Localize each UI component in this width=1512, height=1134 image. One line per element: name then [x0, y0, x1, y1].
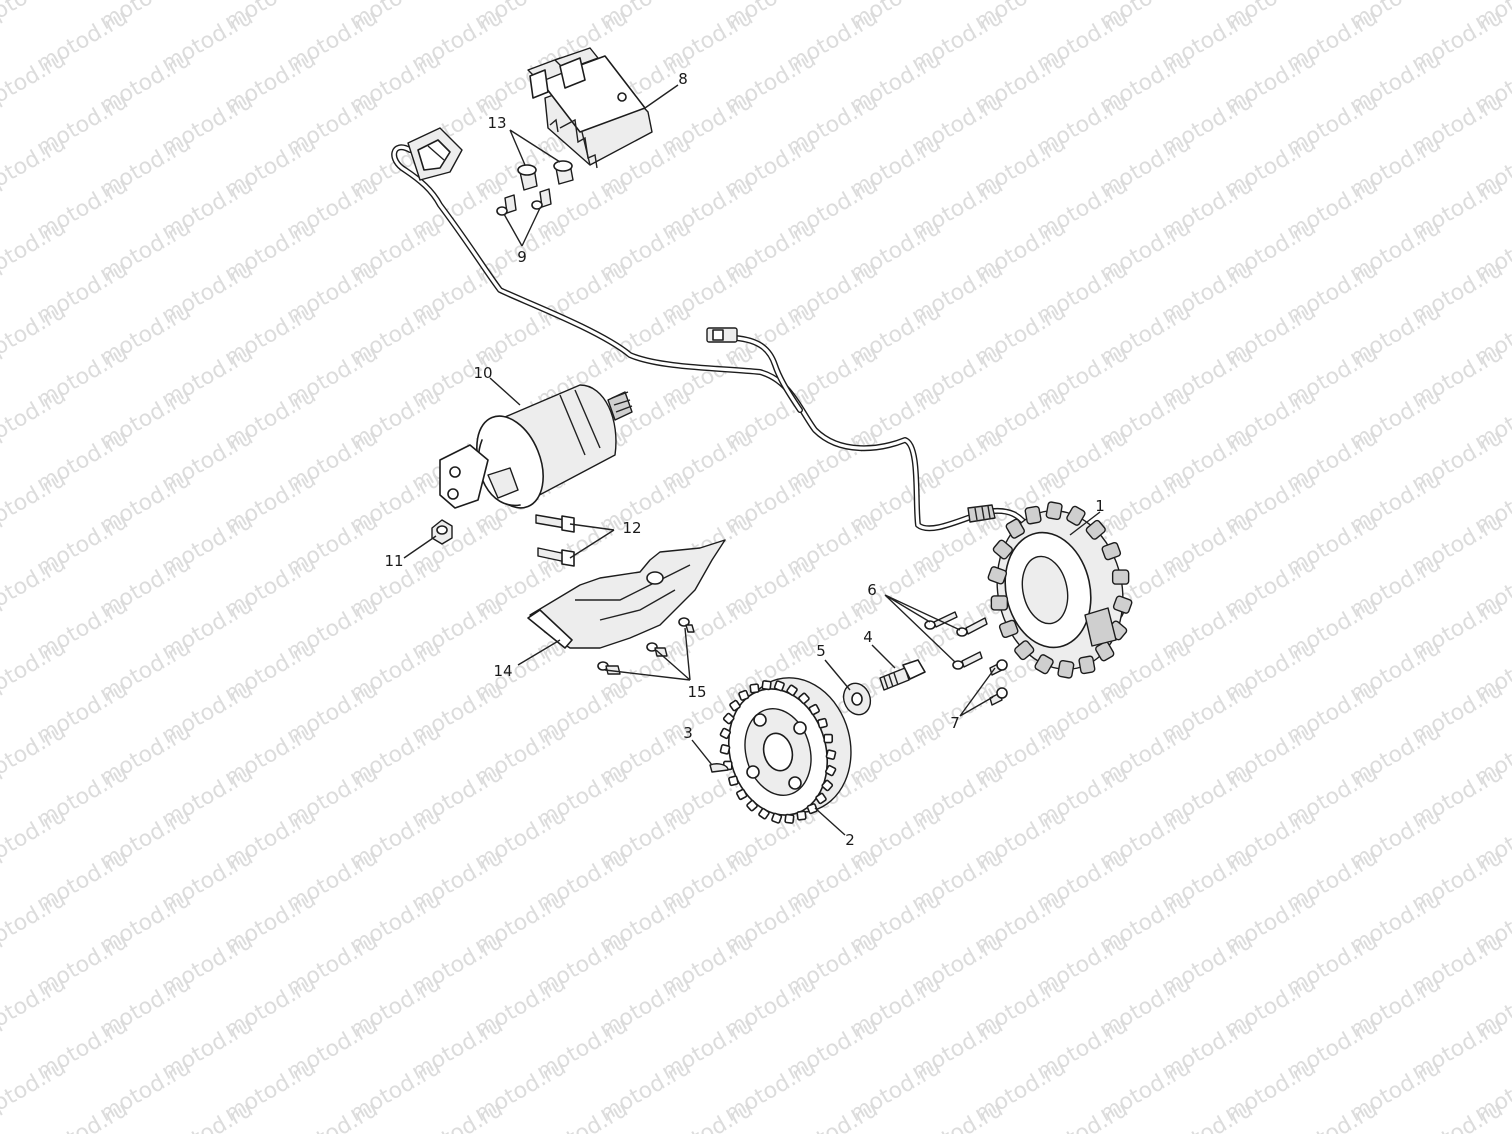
stator-tooth	[1066, 505, 1086, 526]
stator-tooth	[998, 619, 1019, 639]
harness-connector-small	[706, 327, 738, 343]
callout-15: 15	[687, 683, 706, 701]
flywheel-tooth	[806, 803, 818, 815]
leader-lines	[403, 84, 1101, 836]
flywheel-tooth	[738, 689, 750, 701]
stator-tooth	[1024, 505, 1042, 525]
watermark-text: motod.ru	[408, 1097, 508, 1134]
sprocket-cover	[527, 539, 726, 649]
flywheel-tooth	[784, 813, 795, 824]
watermark-text: motod.ru	[908, 1097, 1008, 1134]
screw-9-right	[531, 188, 552, 210]
flywheel-tooth	[719, 727, 732, 740]
watermark-text: motod.ru	[1408, 1097, 1508, 1134]
watermark-text: motod.ru	[0, 1097, 7, 1134]
flywheel-tooth	[824, 764, 837, 777]
harness-connector-block	[967, 504, 996, 523]
stator-tooth	[1085, 519, 1106, 540]
flywheel-rotor	[719, 677, 852, 824]
flywheel-tooth	[786, 684, 798, 697]
flywheel-tooth	[773, 680, 785, 692]
callout-11: 11	[384, 552, 403, 570]
flywheel-tooth	[758, 807, 770, 820]
callout-2: 2	[845, 831, 855, 849]
flywheel-tooth	[796, 810, 807, 821]
watermark-text: motod.ru	[533, 1097, 633, 1134]
bolt-15-a	[678, 617, 695, 633]
callout-5: 5	[816, 642, 826, 660]
stator-tooth	[1005, 518, 1025, 539]
callout-12: 12	[622, 519, 641, 537]
stator-tooth	[1112, 595, 1133, 614]
flywheel-tooth	[823, 733, 834, 744]
watermark-text: motod.ru	[1158, 1097, 1258, 1134]
callout-1: 1	[1095, 497, 1105, 515]
stator-tooth	[1101, 541, 1122, 561]
grommet-left	[517, 164, 538, 191]
stator-tooth	[990, 595, 1009, 611]
regulator-rectifier	[527, 47, 653, 169]
callout-13: 13	[487, 114, 506, 132]
watermark-text: motod.ru	[1283, 1097, 1383, 1134]
flywheel-tooth	[746, 799, 758, 812]
flywheel-tooth	[728, 775, 739, 787]
flywheel-tooth	[825, 749, 837, 760]
watermark-text: motod.ru	[783, 1097, 883, 1134]
callout-3: 3	[683, 724, 693, 742]
flywheel-tooth	[815, 792, 827, 805]
flywheel-tooth	[771, 812, 783, 824]
stator-tooth	[1111, 569, 1130, 585]
stator-tooth	[1034, 654, 1054, 675]
callout-8: 8	[678, 70, 688, 88]
callout-9: 9	[517, 248, 527, 266]
flywheel-tooth	[821, 779, 834, 792]
callout-4: 4	[863, 628, 873, 646]
screw-9-left	[496, 194, 517, 216]
callout-14: 14	[493, 662, 512, 680]
flywheel-tooth	[808, 703, 820, 716]
grommet-right	[553, 160, 574, 185]
flywheel-tooth	[736, 788, 748, 801]
bolt-15-c	[597, 661, 621, 675]
callout-labels: 1 2 3 4 5 6 7 8 9 10 11 12 13 14 15	[384, 70, 1104, 849]
watermark-text: motod.ru	[283, 1097, 383, 1134]
watermark-text: motod.ru	[158, 1097, 258, 1134]
watermark-text: motod.ru	[0, 0, 70, 35]
stator	[987, 501, 1133, 679]
woodruff-key	[709, 763, 729, 773]
bolt-6-c	[952, 651, 983, 670]
watermark-text: motod.ru	[658, 1097, 758, 1134]
bolt-12-upper	[535, 514, 575, 533]
nut-11	[431, 519, 453, 545]
flywheel-tooth	[719, 744, 731, 755]
flywheel-teeth	[719, 680, 837, 824]
callout-7: 7	[950, 714, 960, 732]
harness-connector-upper	[407, 127, 463, 181]
bolt-6-a	[924, 611, 958, 630]
watermark-text: motod.ru	[1033, 1097, 1133, 1134]
flywheel-tooth	[817, 717, 828, 729]
flywheel-tooth	[798, 692, 810, 705]
stator-tooth	[1014, 640, 1035, 661]
flywheel-tooth	[749, 683, 760, 694]
screw-7-lower	[989, 687, 1008, 706]
flywheel-tooth	[722, 712, 735, 725]
callout-10: 10	[473, 364, 492, 382]
callout-6: 6	[867, 581, 877, 599]
stator-tooth	[992, 539, 1013, 560]
stator-tooth	[1057, 659, 1075, 679]
stator-tooth	[987, 566, 1008, 585]
washer	[842, 682, 872, 716]
flywheel-tooth	[729, 699, 741, 712]
starter-motor	[439, 384, 633, 509]
flywheel-tooth	[761, 680, 772, 691]
stator-tooth	[1078, 655, 1096, 675]
watermark-text: motod.ru	[33, 1097, 133, 1134]
bolt-15-b	[646, 642, 668, 657]
flywheel-bolt	[879, 659, 926, 691]
bolt-12-lower	[537, 547, 575, 567]
stator-tooth	[1045, 501, 1063, 521]
